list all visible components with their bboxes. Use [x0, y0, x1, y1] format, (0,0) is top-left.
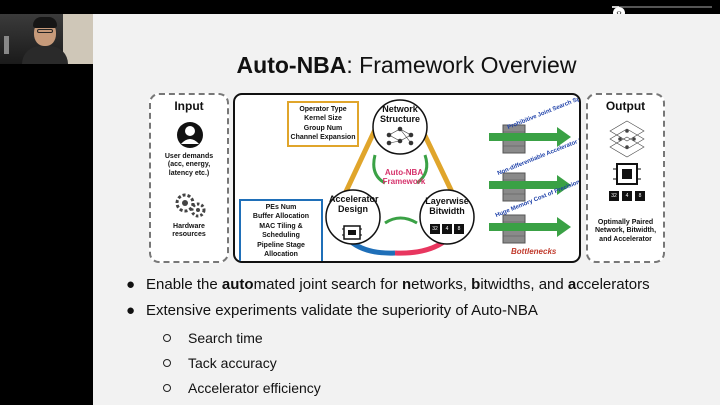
- slide-title: Auto-NBA: Framework Overview: [93, 52, 720, 79]
- presentation-slide: Auto-NBA: Framework Overview Input User …: [93, 14, 720, 405]
- network-structure-label: Network Structure: [380, 104, 421, 124]
- sub-bullet-text: Accelerator efficiency: [188, 380, 321, 396]
- bullet-emphasis: a: [567, 276, 577, 293]
- webcam-background: [63, 14, 93, 64]
- operator-callout-line: Kernel Size: [304, 115, 342, 123]
- bullet-text: etworks,: [411, 276, 472, 293]
- chip-icon: [613, 163, 641, 185]
- presenter-webcam: [0, 14, 93, 64]
- operator-callout-line: Operator Type: [299, 106, 347, 113]
- user-icon: [177, 122, 203, 148]
- neural-network-icon: [609, 120, 645, 158]
- chip-icon: [342, 225, 362, 240]
- output-box: Output 32 4 8 Optimally Paired Network, …: [586, 93, 665, 263]
- arrow-right-icon: [489, 127, 571, 237]
- bitwidth-chip: 8: [454, 224, 464, 234]
- hardware-callout-line: MAC Tiling & Scheduling: [259, 222, 303, 240]
- output-bitwidth-chips: 32 4 8: [609, 191, 645, 201]
- gears-icon: [175, 193, 206, 218]
- webcam-lamp: [4, 36, 9, 54]
- framework-center-label: Auto-NBA Framework: [382, 168, 426, 186]
- optimal-output-label: Optimally Paired Network, Bitwidth, and …: [594, 219, 657, 243]
- bullet-text: itwidths, and: [480, 276, 568, 293]
- accelerator-design-label: Accelerator Design: [329, 194, 379, 214]
- sub-bullet-item: Search time: [163, 330, 263, 346]
- bullet-text: mated joint search for: [253, 276, 402, 293]
- bitwidth-chip: 32: [430, 224, 440, 234]
- bullet-item: ● Extensive experiments validate the supe…: [126, 302, 538, 319]
- input-heading: Input: [174, 99, 204, 113]
- sub-bullet-item: Tack accuracy: [163, 355, 277, 371]
- operator-callout: Operator Type Kernel Size Group Num Chan…: [287, 101, 359, 147]
- sub-bullet-ring-icon: [163, 384, 171, 392]
- sub-bullet-item: Accelerator efficiency: [163, 380, 321, 396]
- hardware-callout: PEs Num Buffer Allocation MAC Tiling & S…: [239, 199, 323, 261]
- hardware-resources-label: Hardware resources: [172, 223, 206, 239]
- bullet-text: Extensive experiments validate the super…: [146, 302, 538, 319]
- sub-bullet-text: Search time: [188, 330, 263, 346]
- sub-bullet-text: Tack accuracy: [188, 355, 277, 371]
- bullet-item: ● Enable the automated joint search for n…: [126, 276, 650, 293]
- layerwise-bitwidth-label: Layerwise Bitwidth: [425, 196, 469, 216]
- sub-bullet-ring-icon: [163, 334, 171, 342]
- neural-network-icon: [386, 126, 414, 146]
- bullet-emphasis: b: [471, 276, 481, 293]
- bullet-emphasis: n: [401, 276, 412, 293]
- hardware-callout-line: PEs Num: [265, 204, 297, 211]
- bullet-dot-icon: ●: [126, 276, 136, 293]
- bullet-dot-icon: ●: [126, 302, 136, 319]
- operator-callout-line: Channel Expansion: [290, 134, 356, 142]
- video-player-bar: ‹›: [0, 0, 720, 19]
- slide-title-rest: : Framework Overview: [346, 52, 577, 78]
- output-heading: Output: [605, 99, 646, 113]
- bitwidth-chips: 32 4 8: [430, 224, 466, 234]
- hardware-callout-line: Buffer Allocation: [252, 213, 310, 221]
- hardware-callout-line: Pipeline Stage Allocation: [257, 241, 305, 259]
- bullet-text: Enable the: [146, 276, 222, 293]
- seek-bar[interactable]: ‹›: [612, 6, 712, 19]
- presenter-glasses: [37, 29, 53, 33]
- input-box: Input User demands (acc, energy, latency…: [149, 93, 229, 263]
- user-demands-label: User demands (acc, energy, latency etc.): [164, 153, 214, 177]
- operator-callout-line: Group Num: [303, 124, 343, 132]
- sub-bullet-ring-icon: [163, 359, 171, 367]
- bottlenecks-title: Bottlenecks: [511, 247, 557, 256]
- bitwidth-chip: 4: [622, 191, 632, 201]
- bullet-text: ccelerators: [576, 276, 650, 293]
- bullet-emphasis: auto: [221, 276, 254, 293]
- bitwidth-chip: 32: [609, 191, 619, 201]
- bitwidth-chip: 8: [635, 191, 645, 201]
- presenter-body: [22, 46, 68, 64]
- slide-title-bold: Auto-NBA: [236, 52, 347, 78]
- presenter-hair: [33, 17, 57, 28]
- bitwidth-chip: 4: [442, 224, 452, 234]
- framework-box: Operator Type Kernel Size Group Num Chan…: [233, 93, 581, 263]
